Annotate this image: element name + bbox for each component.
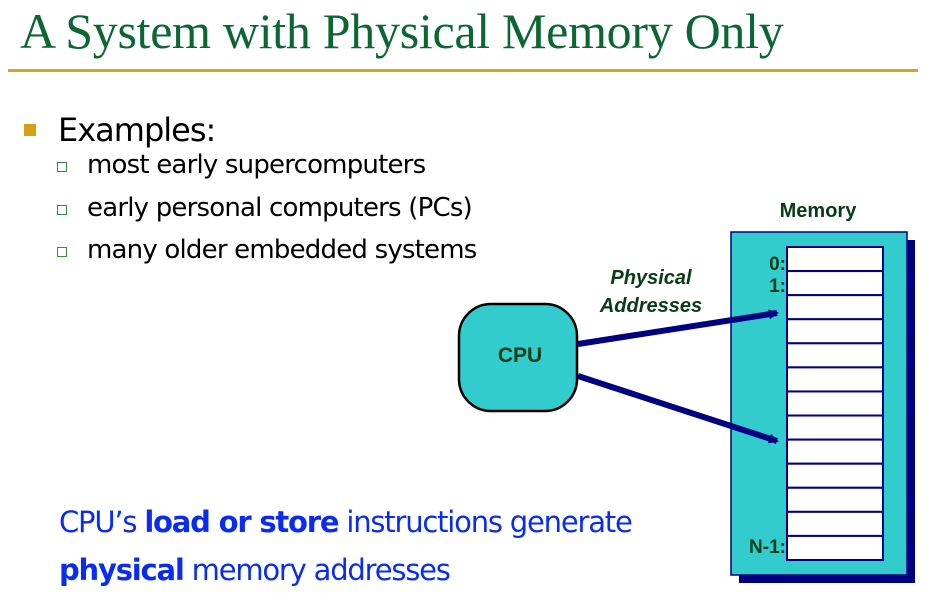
sub-bullet: most early supercomputers: [57, 150, 426, 180]
address-label-1: 1:: [769, 276, 786, 297]
bullet-examples: Examples:: [24, 111, 216, 149]
memory-cell: [786, 414, 884, 441]
caption-text: instructions generate: [338, 505, 632, 539]
memory-cell: [786, 438, 884, 465]
sub-bullet-text: most early supercomputers: [87, 150, 426, 180]
memory-cell: [786, 486, 884, 513]
caption-text: memory addresses: [183, 553, 451, 587]
memory-cell: [786, 462, 884, 489]
sub-bullet-text: many older embedded systems: [87, 235, 477, 265]
memory-cell: [786, 510, 884, 537]
caption-text: CPU’s: [59, 505, 145, 539]
sub-bullet-text: early personal computers (PCs): [87, 193, 473, 223]
sub-bullet: many older embedded systems: [57, 235, 477, 265]
memory-cell: [786, 390, 884, 417]
memory-cell: [786, 534, 884, 562]
sub-bullet: early personal computers (PCs): [57, 193, 473, 223]
memory-cell: [786, 270, 884, 297]
memory-cell: [786, 342, 884, 369]
slide-title: A System with Physical Memory Only: [20, 3, 784, 59]
address-label-last: N-1:: [749, 537, 786, 558]
cpu-box: [457, 302, 579, 413]
address-arrow-upper: [577, 309, 779, 347]
memory-title: Memory: [780, 200, 858, 222]
square-bullet-icon: [24, 124, 36, 136]
bullet-text: Examples:: [58, 111, 216, 149]
caption-line-2: physical memory addresses: [59, 553, 451, 587]
cpu-label: CPU: [498, 344, 542, 367]
address-arrow-lower: [577, 373, 779, 444]
hollow-square-bullet-icon: [57, 205, 67, 215]
memory-cell: [786, 246, 884, 273]
title-divider: [8, 69, 918, 72]
memory-cells: [786, 246, 884, 562]
memory-cell: [786, 318, 884, 345]
hollow-square-bullet-icon: [57, 247, 67, 257]
memory-cell: [786, 366, 884, 393]
hollow-square-bullet-icon: [57, 162, 67, 172]
arrow-label-physical: Physical: [610, 267, 692, 289]
caption-bold: load or store: [144, 505, 339, 539]
memory-cell: [786, 294, 884, 321]
caption-line-1: CPU’s load or store instructions generat…: [59, 505, 633, 539]
caption-bold: physical: [59, 553, 185, 587]
arrow-label-addresses: Addresses: [599, 295, 702, 317]
address-label-0: 0:: [769, 254, 786, 275]
